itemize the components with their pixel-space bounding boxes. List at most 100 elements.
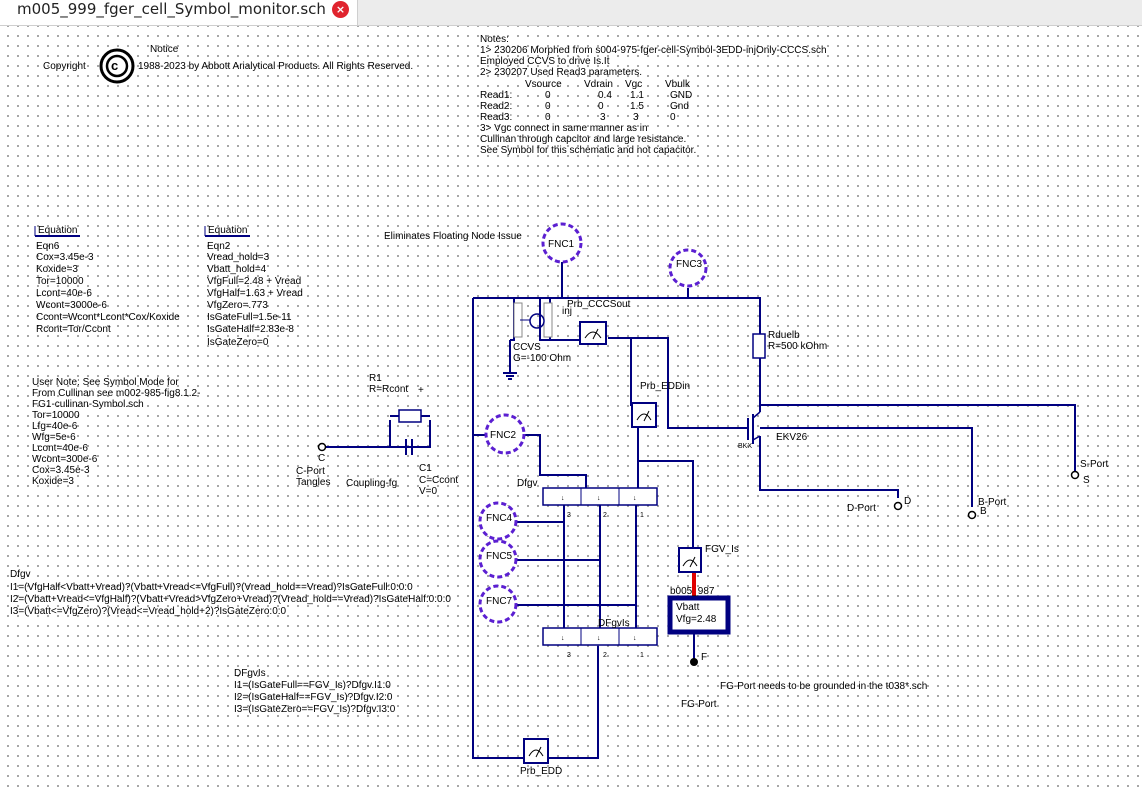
svg-text:Wcont=3000e-6: Wcont=3000e-6 — [36, 300, 107, 311]
port-c[interactable]: C C-Port Tangles — [296, 442, 330, 489]
svg-text:1: 1 — [640, 512, 644, 519]
table-header: Vsource — [525, 79, 562, 90]
svg-text:EKV26: EKV26 — [776, 432, 808, 443]
svg-text:I3=(Vbatt<=VfgZero)?(Vread<=Vr: I3=(Vbatt<=VfgZero)?(Vread<=Vread_hold+2… — [10, 606, 287, 617]
svg-text:b005_987: b005_987 — [670, 586, 715, 597]
schematic-canvas[interactable]: c Notice Copyright 1988-2023 by Abbott A… — [0, 26, 1142, 789]
port-s[interactable]: S-Port S — [1070, 459, 1109, 486]
svg-text:Cox=3.45e-3: Cox=3.45e-3 — [32, 465, 90, 476]
probe-fgv-is[interactable]: FGV_Is — [678, 544, 739, 573]
tab-schematic[interactable]: m005_999_fger_cell_Symbol_monitor.sch × — [0, 0, 358, 25]
svg-text:3: 3 — [567, 652, 571, 659]
table-cell: 0 — [545, 90, 551, 101]
svg-text:VfgHalf=1.63 + Vread: VfgHalf=1.63 + Vread — [207, 288, 303, 299]
svg-text:Vbatt_hold=4: Vbatt_hold=4 — [207, 264, 267, 275]
table-cell: 1.5 — [630, 101, 644, 112]
resistor-rduelb[interactable]: Rduelb R=500 kOhm — [752, 330, 827, 359]
table-cell: GND — [670, 90, 692, 101]
user-note: User Note: See Symbol Mode for From Cull… — [32, 377, 200, 487]
svg-text:1: 1 — [640, 652, 644, 659]
svg-text:↓: ↓ — [561, 635, 565, 642]
svg-text:Vbatt: Vbatt — [676, 602, 700, 613]
dfgvis-source-block[interactable]: 3 2 1 ↓ ↓ ↓ DFgvIs — [542, 618, 658, 659]
svg-text:I2=(IsGateHalf==FGV_Is)?Dfgv.I: I2=(IsGateHalf==FGV_Is)?Dfgv.I2:0 — [234, 692, 393, 703]
svg-text:D-Port: D-Port — [847, 503, 876, 514]
svg-text:FNC1: FNC1 — [548, 239, 575, 250]
probe-edd[interactable]: Prb_EDD — [520, 738, 562, 777]
svg-text:FGV_Is: FGV_Is — [705, 544, 739, 555]
battery-vbatt[interactable]: Vbatt Vfg=2.48 b005_987 — [667, 586, 731, 635]
fnc3-marker[interactable]: FNC3 — [668, 248, 708, 288]
port-b[interactable]: B-Port B — [967, 497, 1007, 520]
svg-text:FG1-cullinan-Symbol.sch: FG1-cullinan-Symbol.sch — [32, 399, 144, 410]
svg-text:S-Port: S-Port — [1080, 459, 1109, 470]
dfgv-source-block[interactable]: 3 2 1 ↓ ↓ ↓ Dfgv — [517, 478, 658, 519]
schematic-drawing: c Notice Copyright 1988-2023 by Abbott A… — [10, 34, 1109, 777]
svg-text:Rduelb: Rduelb — [768, 330, 800, 341]
svg-text:VfgZero=.773: VfgZero=.773 — [207, 300, 268, 311]
fnc1-marker[interactable]: FNC1 — [541, 222, 583, 264]
svg-text:Prb_CCCSout: Prb_CCCSout — [567, 299, 631, 310]
note-line: 1> 230206 Morphed from s004-975-fger-cel… — [480, 45, 827, 56]
close-icon[interactable]: × — [332, 1, 349, 18]
svg-text:Tangles: Tangles — [296, 477, 330, 488]
dfgv-definition: Dfgv I1=(VfgHalf<Vbatt+Vread)?(Vbatt+Vre… — [10, 569, 451, 617]
svg-text:B-Port: B-Port — [978, 497, 1007, 508]
port-d[interactable]: D-Port D — [847, 496, 911, 514]
tab-title: m005_999_fger_cell_Symbol_monitor.sch — [17, 0, 326, 18]
table-cell: Read2: — [480, 101, 512, 112]
equation-eqn6[interactable]: Equation Eqn6 Cox=3.45e-3 Koxide=3 Tor=1… — [34, 225, 180, 335]
svg-text:+: + — [418, 385, 424, 396]
svg-text:IsGateHalf=2.83e-8: IsGateHalf=2.83e-8 — [207, 324, 294, 335]
svg-text:I3=(IsGateZero==FGV_Is)?Dfgv.I: I3=(IsGateZero==FGV_Is)?Dfgv.I3:0 — [234, 704, 396, 715]
table-cell: 3 — [633, 112, 639, 123]
table-cell: 0 — [598, 101, 604, 112]
equation-eqn2[interactable]: Equation Eqn2 Vread_hold=3 Vbatt_hold=4 … — [204, 225, 303, 348]
fnc2-marker[interactable]: FNC2 — [484, 413, 526, 455]
svg-text:Tor=10000: Tor=10000 — [32, 410, 80, 421]
svg-text:Wcont=300e-6: Wcont=300e-6 — [32, 454, 98, 465]
notes-block: Notes: 1> 230206 Morphed from s004-975-f… — [480, 34, 827, 156]
svg-text:I1=(VfgHalf<Vbatt+Vread)?(Vbat: I1=(VfgHalf<Vbatt+Vread)?(Vbatt+Vread<=V… — [10, 582, 413, 593]
fnc5-marker[interactable]: FNC5 — [478, 539, 518, 579]
svg-text:R1: R1 — [369, 373, 382, 384]
note-line: See Symbol for this schematic and not ca… — [480, 145, 696, 156]
fnc4-marker[interactable]: FNC4 — [478, 501, 518, 541]
table-cell: 0 — [670, 112, 676, 123]
svg-text:Dfgv: Dfgv — [10, 569, 31, 580]
svg-text:V=0: V=0 — [419, 486, 438, 497]
copyright-label: Copyright — [43, 61, 86, 72]
fnc7-marker[interactable]: FNC7 — [478, 584, 518, 624]
svg-text:FNC4: FNC4 — [486, 513, 513, 524]
svg-text:User Note: See Symbol Mode for: User Note: See Symbol Mode for — [32, 377, 179, 388]
svg-text:Prb_EDDin: Prb_EDDin — [640, 381, 690, 392]
svg-text:From Cullinan see m002-985-fig: From Cullinan see m002-985-fig8.1.2- — [32, 388, 200, 399]
svg-text:DFgvIs: DFgvIs — [598, 618, 630, 629]
resistor-r1[interactable]: R1 R=Rcont + — [369, 373, 430, 423]
fg-port-label: FG-Port — [681, 699, 717, 710]
port-f[interactable]: F — [690, 652, 708, 666]
table-cell: 3 — [600, 112, 606, 123]
transistor-ekv26[interactable]: EKV26 BKX — [738, 411, 808, 450]
svg-text:c: c — [111, 58, 118, 73]
svg-text:I2=(Vbatt+Vread<=VfgHalf)?(Vba: I2=(Vbatt+Vread<=VfgHalf)?(Vbatt+Vread>V… — [10, 594, 451, 605]
svg-text:G=-100 Ohm: G=-100 Ohm — [513, 353, 571, 364]
probe-edd-in[interactable]: Prb_EDDin — [631, 381, 690, 428]
table-header: Vgc — [625, 79, 642, 90]
svg-text:Eqn2: Eqn2 — [207, 241, 231, 252]
svg-text:BKX: BKX — [738, 443, 752, 450]
svg-text:C: C — [318, 453, 325, 464]
svg-text:2: 2 — [603, 512, 607, 519]
svg-text:↓: ↓ — [597, 635, 601, 642]
svg-text:D: D — [904, 496, 911, 507]
svg-text:R=Rcont: R=Rcont — [369, 384, 408, 395]
table-cell: Read1: — [480, 90, 512, 101]
note-line: Notes: — [480, 34, 509, 45]
capacitor-c1[interactable]: C1 C=Ccont V=0 — [405, 439, 458, 497]
svg-text:FNC7: FNC7 — [486, 596, 513, 607]
svg-text:Eqn6: Eqn6 — [36, 241, 60, 252]
ccvs-source[interactable]: CCVS G=-100 Ohm inj — [503, 302, 572, 380]
svg-text:B: B — [980, 506, 987, 517]
table-cell: 0.4 — [598, 90, 612, 101]
probe-cccs-out[interactable]: Prb_CCCSout — [567, 299, 631, 345]
